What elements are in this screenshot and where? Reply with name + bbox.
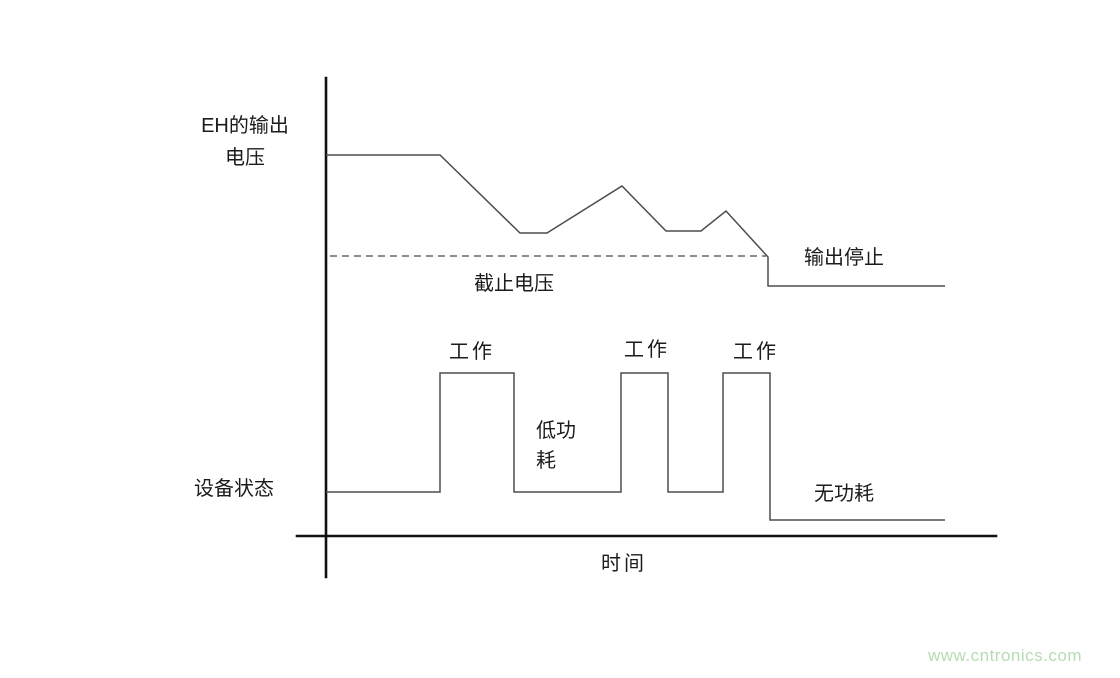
y-axis-label-voltage: EH的输出 电压 xyxy=(201,115,289,169)
device-state-curve xyxy=(326,372,945,521)
no-power-label: 无功耗 xyxy=(814,483,874,505)
cutoff-voltage-label: 截止电压 xyxy=(474,273,554,295)
low-power-label: 低功 耗 xyxy=(536,420,576,472)
x-axis-label-time: 时间 xyxy=(601,553,647,575)
output-stop-label: 输出停止 xyxy=(804,247,884,269)
y-axis-label-device-state: 设备状态 xyxy=(194,478,274,500)
work-label-3: 工作 xyxy=(733,341,779,363)
watermark-text: www.cntronics.com xyxy=(928,646,1082,665)
work-label-2: 工作 xyxy=(624,339,670,361)
work-label-1: 工作 xyxy=(449,341,495,363)
voltage-curve xyxy=(326,154,945,287)
